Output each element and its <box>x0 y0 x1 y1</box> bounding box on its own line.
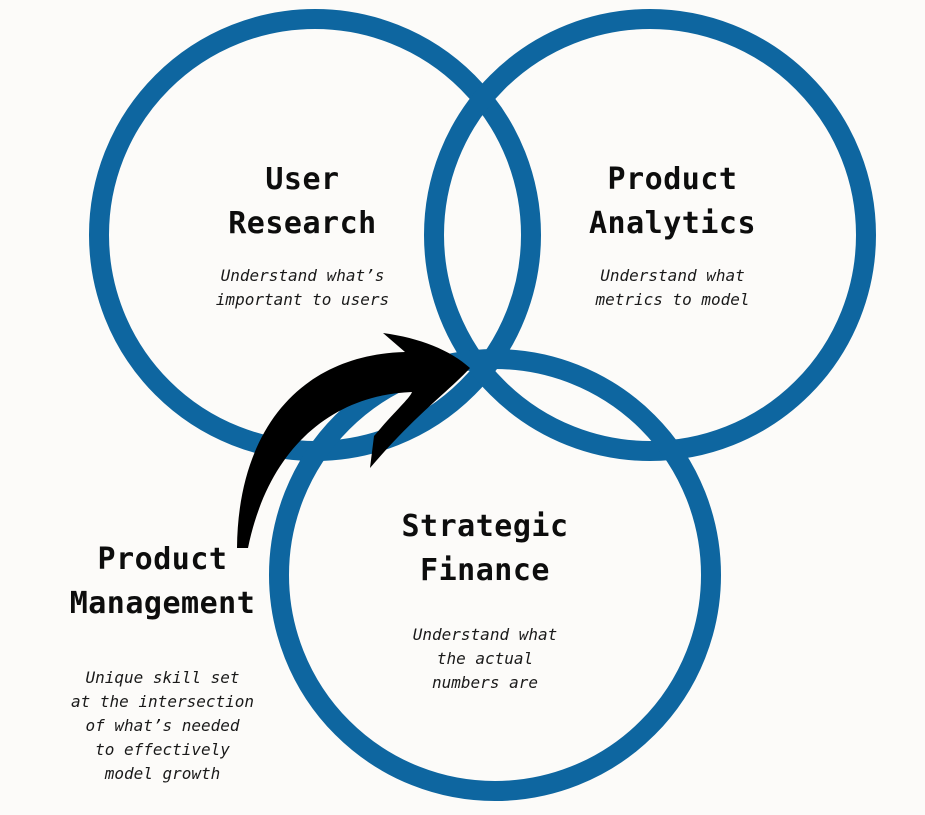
user-research-description: Understand what’s important to users <box>215 266 390 309</box>
product-management-title-line-2: Management <box>69 586 256 621</box>
circle-strategic-finance <box>269 349 721 801</box>
product-analytics-label: Product Analytics Understand what metric… <box>555 158 790 312</box>
user-research-label: User Research Understand what’s importan… <box>185 158 420 312</box>
product-analytics-description: Understand what metrics to model <box>595 266 750 309</box>
strategic-finance-description: Understand what the actual numbers are <box>412 625 558 692</box>
strategic-finance-title-line-1: Strategic <box>401 509 569 544</box>
product-management-title-line-1: Product <box>97 542 228 577</box>
strategic-finance-title-line-2: Finance <box>420 553 550 588</box>
curved-arrow-icon <box>237 333 470 548</box>
user-research-title-line-1: User <box>265 162 340 197</box>
product-analytics-title-line-2: Analytics <box>588 206 757 241</box>
strategic-finance-label: Strategic Finance Understand what the ac… <box>365 505 605 695</box>
product-analytics-title-line-1: Product <box>607 162 738 197</box>
circle-product-analytics <box>424 9 876 461</box>
product-management-label: Product Management Unique skill set at t… <box>40 538 285 786</box>
product-management-description: Unique skill set at the intersection of … <box>70 668 255 783</box>
user-research-title-line-2: Research <box>228 206 377 241</box>
